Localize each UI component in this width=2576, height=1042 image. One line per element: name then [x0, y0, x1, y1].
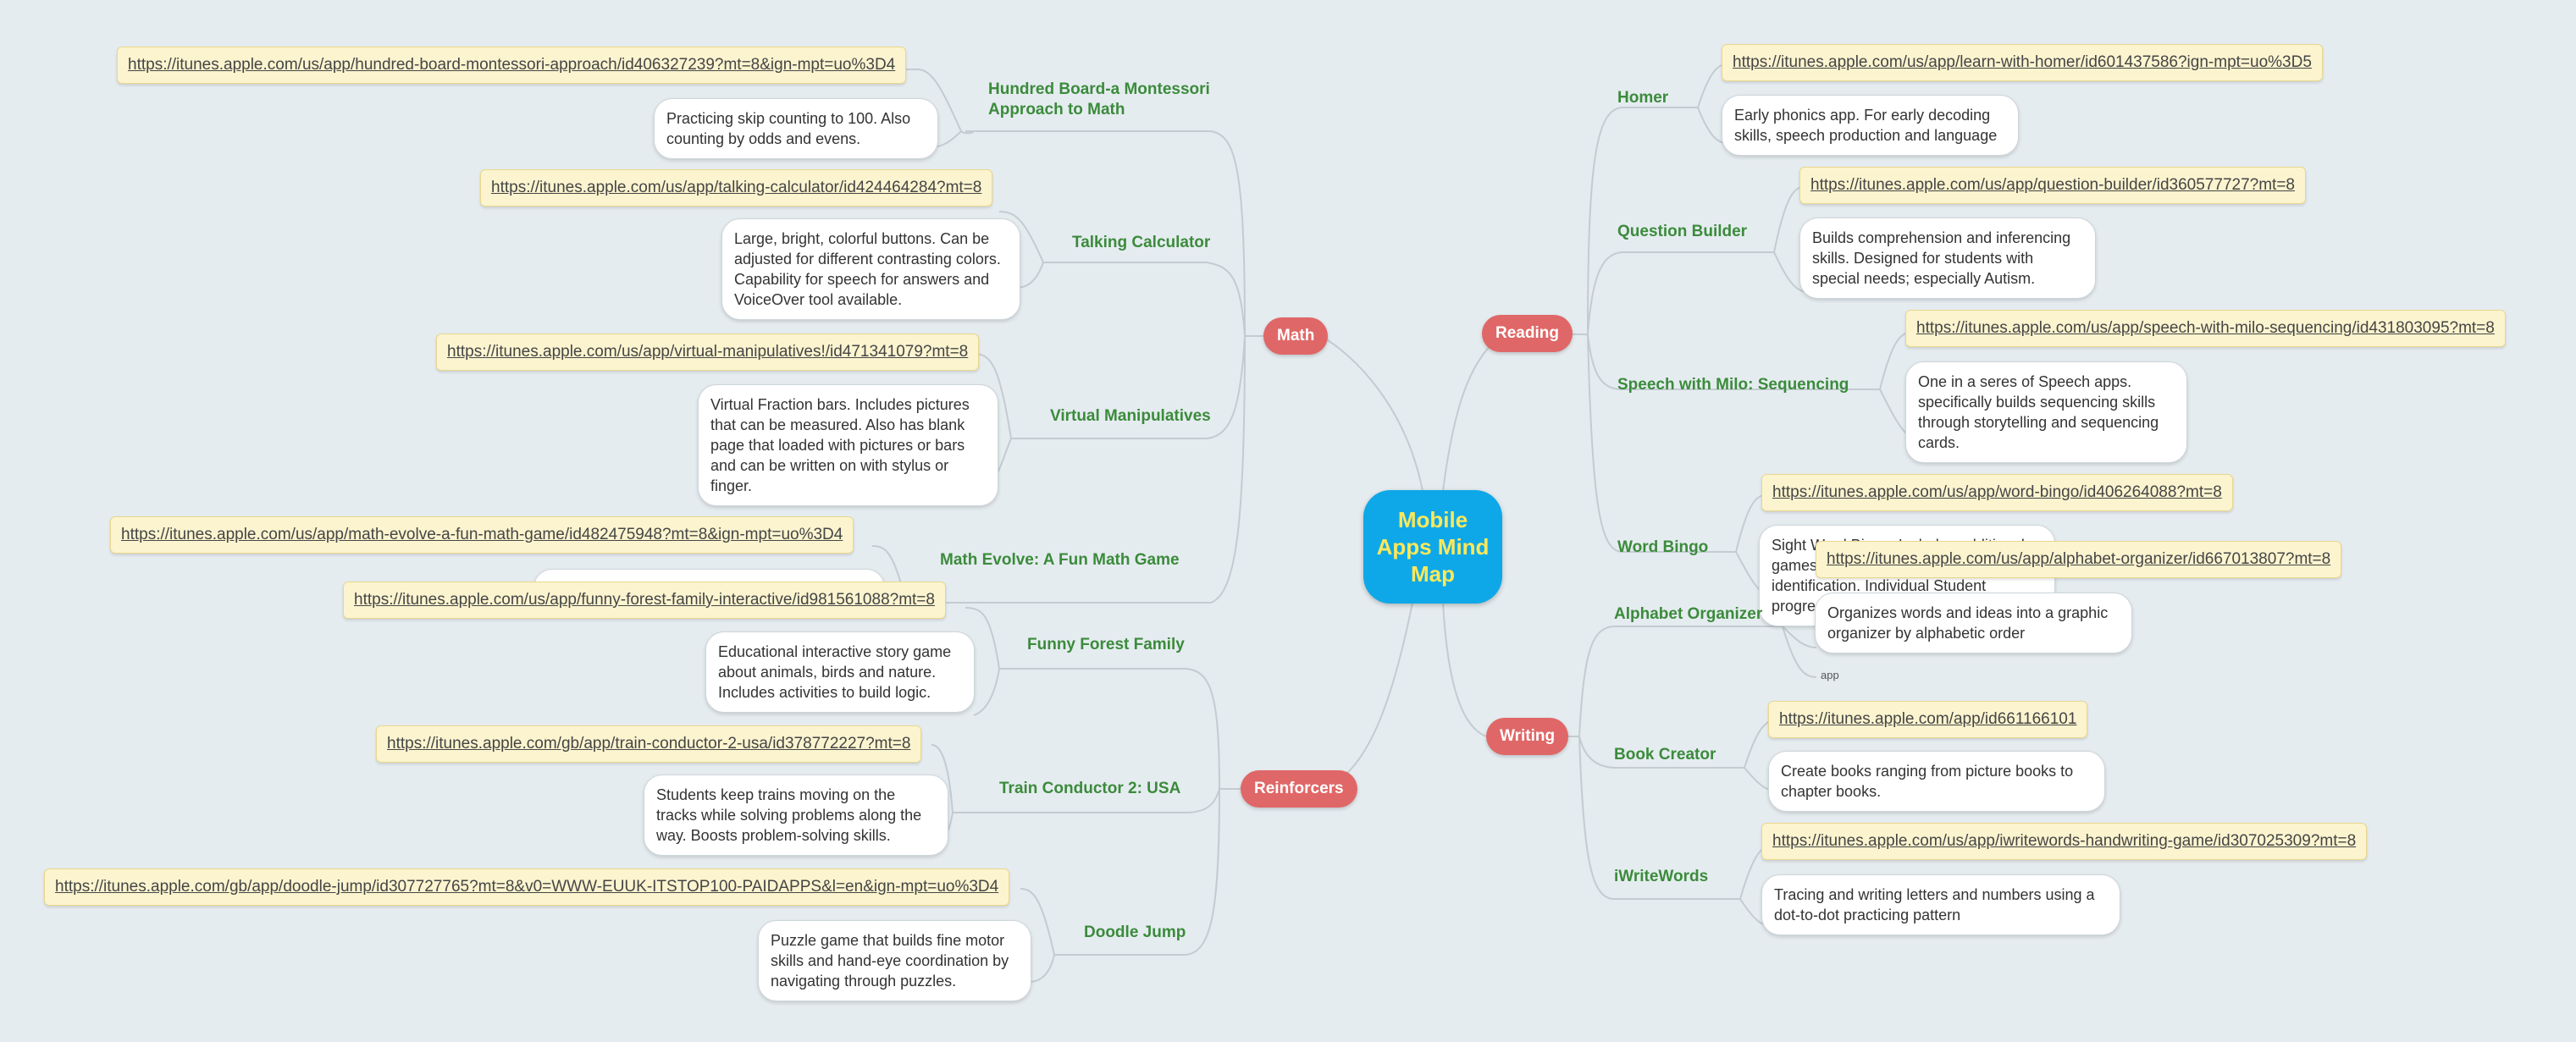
link-homer[interactable]: https://itunes.apple.com/us/app/learn-wi…: [1722, 44, 2323, 81]
topic-question-builder[interactable]: Question Builder: [1617, 223, 1748, 240]
topic-word-bingo[interactable]: Word Bingo: [1617, 538, 1709, 556]
link-virtual-manipulatives[interactable]: https://itunes.apple.com/us/app/virtual-…: [436, 334, 980, 371]
note-virtual-manipulatives: Virtual Fraction bars. Includes pictures…: [698, 384, 998, 506]
link-talking-calculator[interactable]: https://itunes.apple.com/us/app/talking-…: [480, 169, 993, 207]
link-question-builder[interactable]: https://itunes.apple.com/us/app/question…: [1799, 167, 2306, 204]
note-train-conductor: Students keep trains moving on the track…: [644, 775, 948, 856]
label-alphabet-organizer-extra: app: [1821, 669, 1839, 681]
topic-math-evolve[interactable]: Math Evolve: A Fun Math Game for Kids: [940, 551, 1180, 572]
link-math-evolve[interactable]: https://itunes.apple.com/us/app/math-evo…: [110, 516, 854, 554]
branch-reading[interactable]: Reading: [1482, 315, 1573, 352]
link-alphabet-organizer[interactable]: https://itunes.apple.com/us/app/alphabet…: [1816, 541, 2342, 578]
note-book-creator: Create books ranging from picture books …: [1768, 751, 2105, 812]
note-question-builder: Builds comprehension and inferencing ski…: [1799, 218, 2096, 299]
topic-iwritewords[interactable]: iWriteWords: [1614, 868, 1709, 885]
topic-alphabet-organizer[interactable]: Alphabet Organizer: [1614, 605, 1763, 623]
branch-math[interactable]: Math: [1263, 317, 1329, 355]
link-word-bingo[interactable]: https://itunes.apple.com/us/app/word-bin…: [1761, 474, 2233, 511]
topic-talking-calculator[interactable]: Talking Calculator: [1072, 234, 1211, 251]
topic-doodle-jump[interactable]: Doodle Jump: [1084, 923, 1186, 941]
note-homer: Early phonics app. For early decoding sk…: [1722, 95, 2019, 156]
link-train-conductor[interactable]: https://itunes.apple.com/gb/app/train-co…: [376, 725, 922, 763]
link-speech-with-milo[interactable]: https://itunes.apple.com/us/app/speech-w…: [1905, 310, 2506, 347]
topic-train-conductor[interactable]: Train Conductor 2: USA: [999, 780, 1181, 797]
link-doodle-jump[interactable]: https://itunes.apple.com/gb/app/doodle-j…: [44, 868, 1010, 906]
branch-writing[interactable]: Writing: [1486, 718, 1569, 755]
topic-book-creator[interactable]: Book Creator: [1614, 746, 1716, 764]
central-topic[interactable]: Mobile Apps Mind Map: [1363, 490, 1502, 604]
link-funny-forest[interactable]: https://itunes.apple.com/us/app/funny-fo…: [343, 582, 946, 619]
note-hundred-board: Practicing skip counting to 100. Also co…: [654, 98, 938, 159]
link-hundred-board[interactable]: https://itunes.apple.com/us/app/hundred-…: [117, 47, 907, 84]
note-speech-with-milo: One in a seres of Speech apps. specifica…: [1905, 361, 2187, 463]
link-book-creator[interactable]: https://itunes.apple.com/app/id661166101: [1768, 701, 2088, 738]
topic-funny-forest[interactable]: Funny Forest Family: [1027, 636, 1185, 653]
branch-reinforcers[interactable]: Reinforcers: [1241, 770, 1357, 808]
note-iwritewords: Tracing and writing letters and numbers …: [1761, 874, 2120, 935]
note-funny-forest: Educational interactive story game about…: [705, 631, 975, 713]
topic-speech-with-milo[interactable]: Speech with Milo: Sequencing: [1617, 376, 1849, 394]
note-doodle-jump: Puzzle game that builds fine motor skill…: [758, 920, 1031, 1001]
topic-homer[interactable]: Homer: [1617, 89, 1669, 107]
topic-hundred-board[interactable]: Hundred Board-a Montessori Approach to M…: [988, 80, 1210, 119]
link-iwritewords[interactable]: https://itunes.apple.com/us/app/iwritewo…: [1761, 823, 2368, 860]
topic-virtual-manipulatives[interactable]: Virtual Manipulatives: [1050, 407, 1211, 425]
note-alphabet-organizer: Organizes words and ideas into a graphic…: [1815, 593, 2132, 653]
note-talking-calculator: Large, bright, colorful buttons. Can be …: [721, 218, 1020, 320]
